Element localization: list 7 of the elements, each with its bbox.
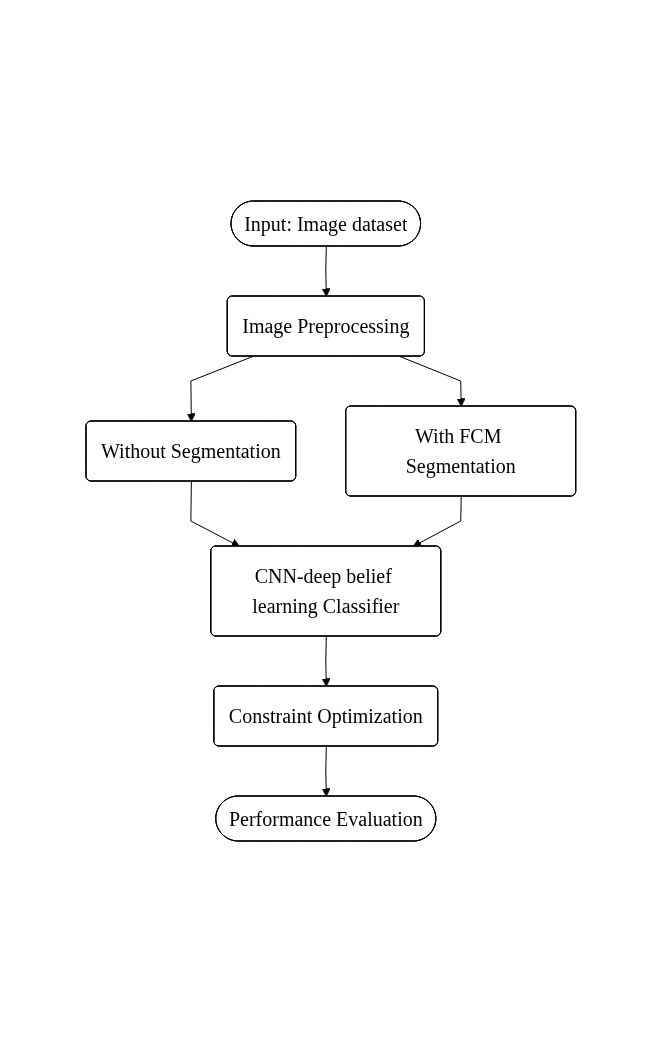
arrow [187,355,254,422]
arrow [321,245,331,297]
arrow [321,745,331,797]
arrow [190,480,241,547]
arrow [399,355,466,407]
arrow [412,495,462,547]
arrow [321,635,331,687]
